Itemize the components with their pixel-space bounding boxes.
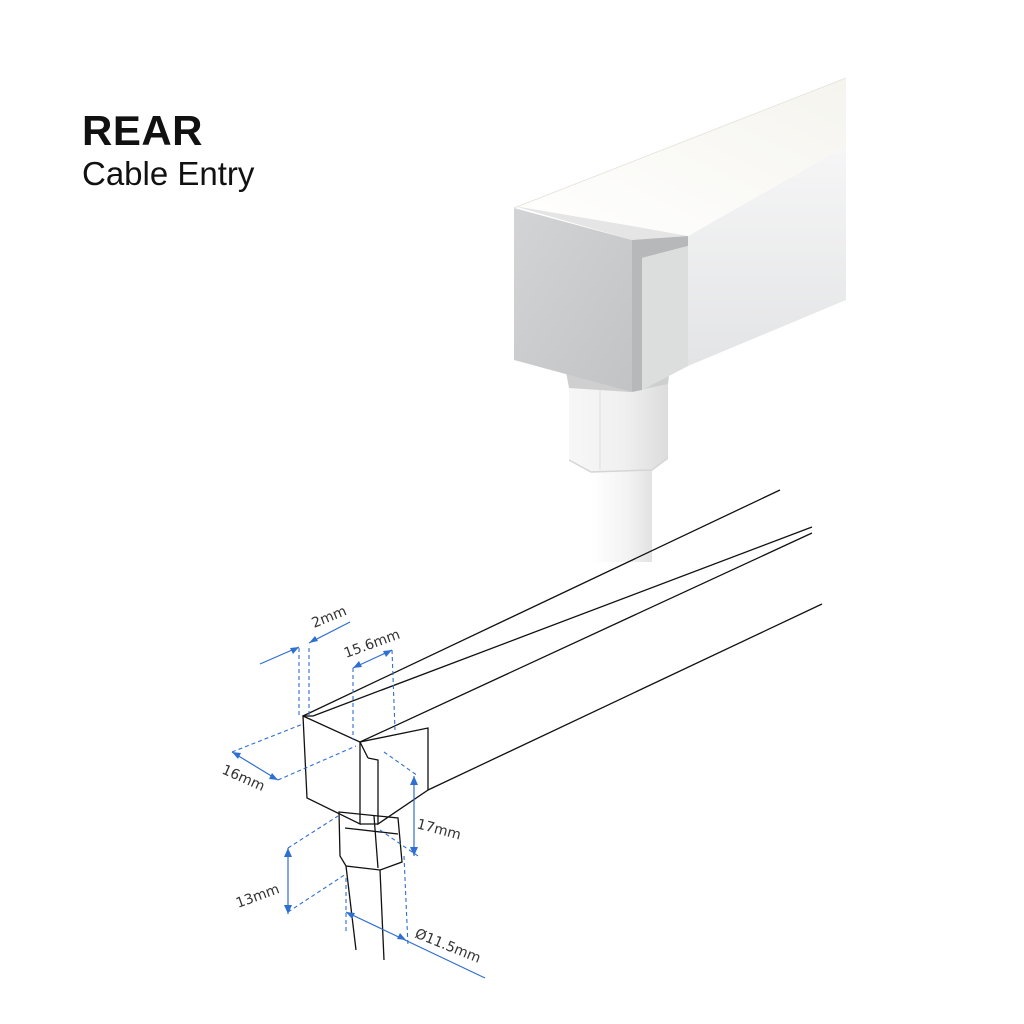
rendered-profile — [513, 77, 847, 562]
end-cap-side-render — [632, 236, 688, 392]
dim-cap-thickness: 2mm — [310, 603, 350, 631]
profile-side-render — [688, 146, 846, 366]
end-cap-face-render — [514, 208, 632, 392]
cable-render — [591, 470, 652, 562]
page-title: REAR — [82, 107, 204, 154]
dim-profile-height: 17mm — [415, 816, 463, 843]
cable-gland-render — [569, 380, 668, 472]
diffuser-top-render — [514, 78, 846, 236]
title-block: REAR Cable Entry — [82, 108, 254, 194]
page-subtitle: Cable Entry — [82, 155, 255, 192]
dim-cap-depth: 16mm — [219, 762, 267, 795]
dim-gland-height: 13mm — [234, 881, 282, 911]
dim-profile-width: 15.6mm — [342, 627, 402, 662]
technical-drawing — [302, 489, 823, 961]
